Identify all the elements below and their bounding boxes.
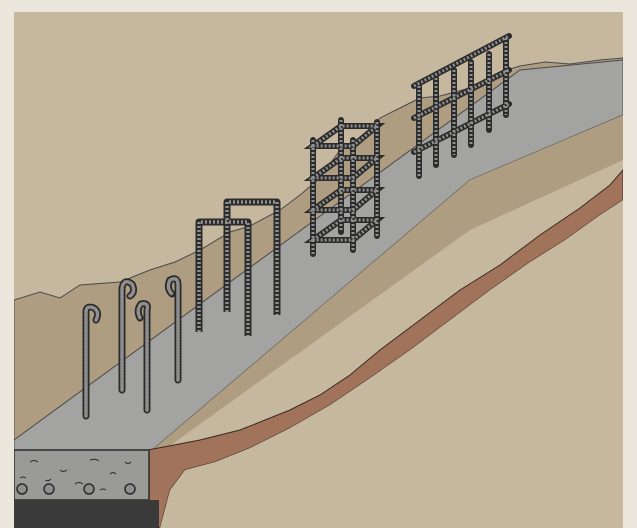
slab-cross-section	[14, 450, 159, 528]
